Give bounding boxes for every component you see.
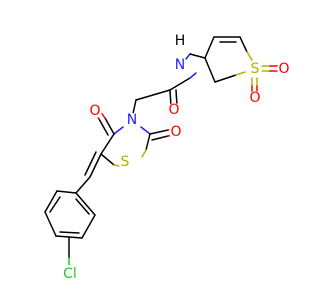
bond-carbonyl-nh-blue	[189, 72, 197, 79]
bond-c4-o-2	[98, 118, 109, 136]
h-amide-label: H	[175, 33, 186, 49]
bond-sulfolane-c1-c2	[204, 36, 215, 59]
atom-labels: N H O O N O S S O O Cl	[61, 33, 291, 283]
n-ring-bg	[125, 113, 139, 127]
bond-aryl-2-3	[44, 190, 58, 213]
o-sulfone-bottom-label: O	[249, 90, 260, 106]
n-ring-label: N	[127, 112, 137, 128]
bond-carbonyl-o-1	[169, 89, 172, 107]
bond-c5-vinyl-2	[84, 151, 97, 176]
bond-aryl-1-2	[56, 190, 77, 194]
bond-c5-s-yellow	[113, 164, 121, 167]
o-ring-top-bg	[88, 104, 102, 118]
bond-aryl-6-1	[75, 192, 96, 216]
n-amide-label: N	[175, 57, 185, 73]
bond-n-ring-c2	[140, 126, 151, 135]
s-sulfolane-label: S	[251, 61, 260, 77]
bond-aryl-5-6	[81, 214, 96, 239]
bond-sulfolane-c5-s-yellow	[235, 71, 246, 76]
o-amide-bg	[167, 103, 181, 117]
bond-c4-c5	[100, 133, 115, 155]
bonds	[44, 36, 279, 266]
bond-c2-o-2	[151, 135, 169, 141]
bond-nh-ring-blue	[185, 53, 191, 60]
bond-nh-ring	[189, 53, 206, 59]
bond-carbonyl-nh	[169, 77, 191, 91]
bond-aryl-inner-1	[49, 196, 61, 213]
bond-c2-s	[145, 133, 151, 151]
bond-c2-s-yellow	[141, 149, 147, 158]
bond-carbonyl-o-2	[175, 89, 178, 107]
cl-bg	[61, 265, 79, 283]
cl-label: Cl	[63, 266, 77, 282]
bond-c2-o-1	[149, 129, 169, 135]
bond-sulfolane-c3-s-yellow	[246, 51, 253, 61]
bond-aryl-inner-3	[75, 198, 90, 215]
bond-ch2-carbonyl	[135, 89, 171, 101]
bond-c5-vinyl-1	[89, 153, 102, 178]
bond-vinyl-aryl	[75, 176, 91, 194]
h-amide-bg	[174, 35, 186, 47]
o-sulfone-right-bg	[277, 62, 291, 76]
bond-sulfolane-c5-s	[214, 74, 237, 83]
n-amide-bg	[173, 58, 187, 72]
bond-c5-s	[100, 153, 115, 166]
bond-aryl-inner-2	[59, 231, 80, 234]
s-sulfolane-bg	[248, 62, 262, 76]
bond-n-ring-c4	[113, 126, 124, 135]
molecule-structure-diagram: N H O O N O S S O O Cl	[44, 33, 291, 283]
bond-sulfolane-c3-s	[239, 36, 248, 53]
s-thiazolidine-label: S	[121, 154, 130, 170]
o-amide-label: O	[168, 102, 179, 118]
o-ring-top-label: O	[89, 103, 100, 119]
o-ring-right-bg	[169, 125, 183, 139]
o-ring-right-label: O	[170, 124, 181, 140]
bond-sulfolane-c1-c5	[204, 57, 216, 83]
bond-c4-o	[104, 117, 115, 135]
o-sulfone-right-label: O	[278, 61, 289, 77]
o-sulfone-bottom-bg	[248, 91, 262, 105]
s-thiazolidine-bg	[118, 155, 132, 169]
bond-aryl-3-4	[44, 211, 57, 237]
